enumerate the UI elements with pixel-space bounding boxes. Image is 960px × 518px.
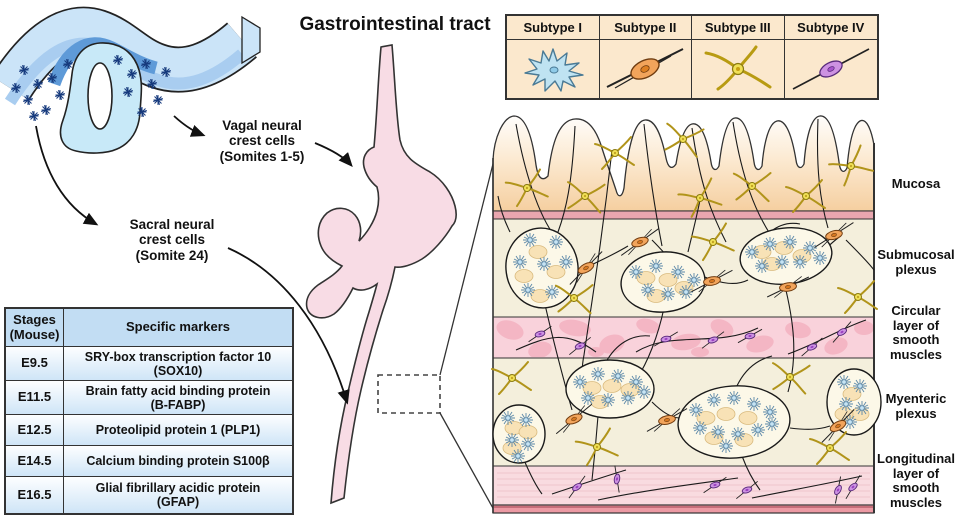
- gut-wall-cross-section: [491, 115, 882, 514]
- layer-label-mucosa: Mucosa: [891, 176, 941, 191]
- subtype-column-header: Subtype III: [692, 16, 785, 40]
- longitudinal-striations: [497, 472, 870, 498]
- marker-cell: Glial fibrillary acidic protein (GFAP): [64, 477, 292, 513]
- subtype-column-header: Subtype II: [599, 16, 692, 40]
- flow-arrows: [35, 115, 353, 405]
- stage-marker-table: Stages (Mouse) Specific markers E9.5 SRY…: [4, 307, 294, 515]
- ganglia: [492, 227, 882, 464]
- marker-cell: SRY-box transcription factor 10 (SOX10): [64, 347, 292, 381]
- circular-muscle-blobs: [496, 318, 873, 357]
- stage-cell: E16.5: [6, 477, 64, 513]
- muscularis-mucosae-band: [492, 210, 875, 220]
- marker-cell: Calcium binding protein S100β: [64, 446, 292, 477]
- subtype-column-header: Subtype IV: [784, 16, 877, 40]
- bipolar-orange-glial-cell-icon: [600, 40, 692, 98]
- page-title: Gastrointestinal tract: [299, 14, 491, 35]
- marker-column-header: Specific markers: [64, 309, 292, 347]
- glial-subtype-table: Subtype I Subtype II Subtype III Subtype…: [505, 14, 879, 100]
- subtype-column-header: Subtype I: [507, 16, 600, 40]
- zoom-connector-lines: [439, 151, 497, 511]
- zoom-indicator-box: [377, 374, 441, 414]
- bipolar-purple-glial-cell-icon: [785, 40, 878, 98]
- branched-yellow-glial-cell-icon: [692, 40, 785, 98]
- neural-tube-lumen: [87, 62, 113, 130]
- gi-tract-shape: [305, 44, 458, 505]
- stage-column-header: Stages (Mouse): [6, 309, 64, 347]
- marker-cell: Proteolipid protein 1 (PLP1): [64, 415, 292, 446]
- neural-tube-illustration: [0, 6, 261, 154]
- stage-cell: E14.5: [6, 446, 64, 477]
- layer-label-circular-muscle: Circular layer of smooth muscles: [889, 303, 943, 363]
- layer-label-submucosal-plexus: Submucosal plexus: [877, 247, 955, 277]
- embryo-to-vagal-arrow: [173, 115, 206, 137]
- stellate-blue-glial-cell-icon: [507, 40, 600, 98]
- mucosa-layer: [492, 115, 875, 212]
- vagal-neural-crest-label: Vagal neural crest cells (Somites 1-5): [219, 118, 305, 164]
- sacral-neural-crest-label: Sacral neural crest cells (Somite 24): [129, 217, 215, 263]
- embryo-to-sacral-arrow: [35, 125, 99, 226]
- serosa-band: [492, 504, 875, 514]
- stage-cell: E12.5: [6, 415, 64, 446]
- stage-cell: E11.5: [6, 381, 64, 415]
- stage-cell: E9.5: [6, 347, 64, 381]
- marker-cell: Brain fatty acid binding protein (B-FABP…: [64, 381, 292, 415]
- layer-label-longitudinal-muscle: Longitudinal layer of smooth muscles: [877, 451, 955, 511]
- sacral-to-gut-arrow: [227, 247, 350, 405]
- vagal-to-gut-arrow: [314, 142, 353, 168]
- layer-label-myenteric-plexus: Myenteric plexus: [885, 391, 947, 421]
